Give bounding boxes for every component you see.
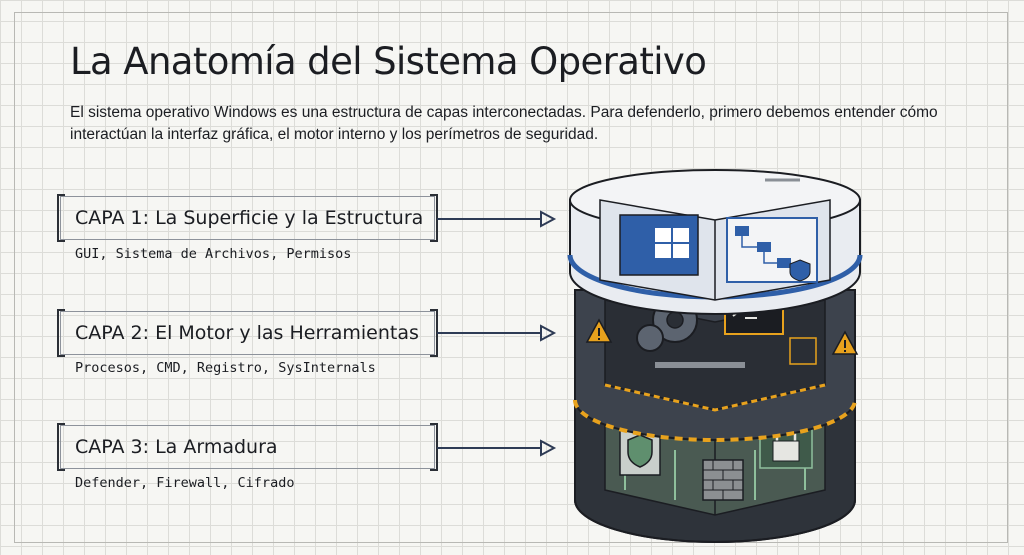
layer-1-arrow: [437, 210, 557, 228]
layer-2-arrow: [437, 324, 557, 342]
window-icon: [619, 214, 699, 276]
layer-2-label-box: CAPA 2: El Motor y las Herramientas: [57, 309, 438, 357]
slide-frame: [14, 12, 1008, 543]
permission-shield-icon: [789, 259, 811, 282]
layer-2-items: Procesos, CMD, Registro, SysInternals: [75, 360, 376, 376]
engine-layer-illustration: [573, 289, 859, 442]
page-subtitle: El sistema operativo Windows es una estr…: [70, 104, 938, 143]
os-layers-cylinder-illustration: [567, 169, 863, 543]
layer-2-label: CAPA 2: El Motor y las Herramientas: [75, 322, 419, 344]
surface-layer-illustration: [567, 169, 863, 315]
layer-1-label: CAPA 1: La Superficie y la Estructura: [75, 207, 424, 229]
firewall-brick-icon: [702, 459, 744, 501]
page-title: La Anatomía del Sistema Operativo: [70, 40, 707, 83]
layer-3-label-box: CAPA 3: La Armadura: [57, 423, 438, 471]
layer-3-items: Defender, Firewall, Cifrado: [75, 475, 295, 491]
layer-3-arrow: [437, 439, 557, 457]
layer-1-items: GUI, Sistema de Archivos, Permisos: [75, 246, 352, 262]
layer-1-label-box: CAPA 1: La Superficie y la Estructura: [57, 194, 438, 242]
warning-left-icon: [585, 318, 613, 343]
layer-3-label: CAPA 3: La Armadura: [75, 436, 278, 458]
warning-right-icon: [831, 330, 859, 355]
